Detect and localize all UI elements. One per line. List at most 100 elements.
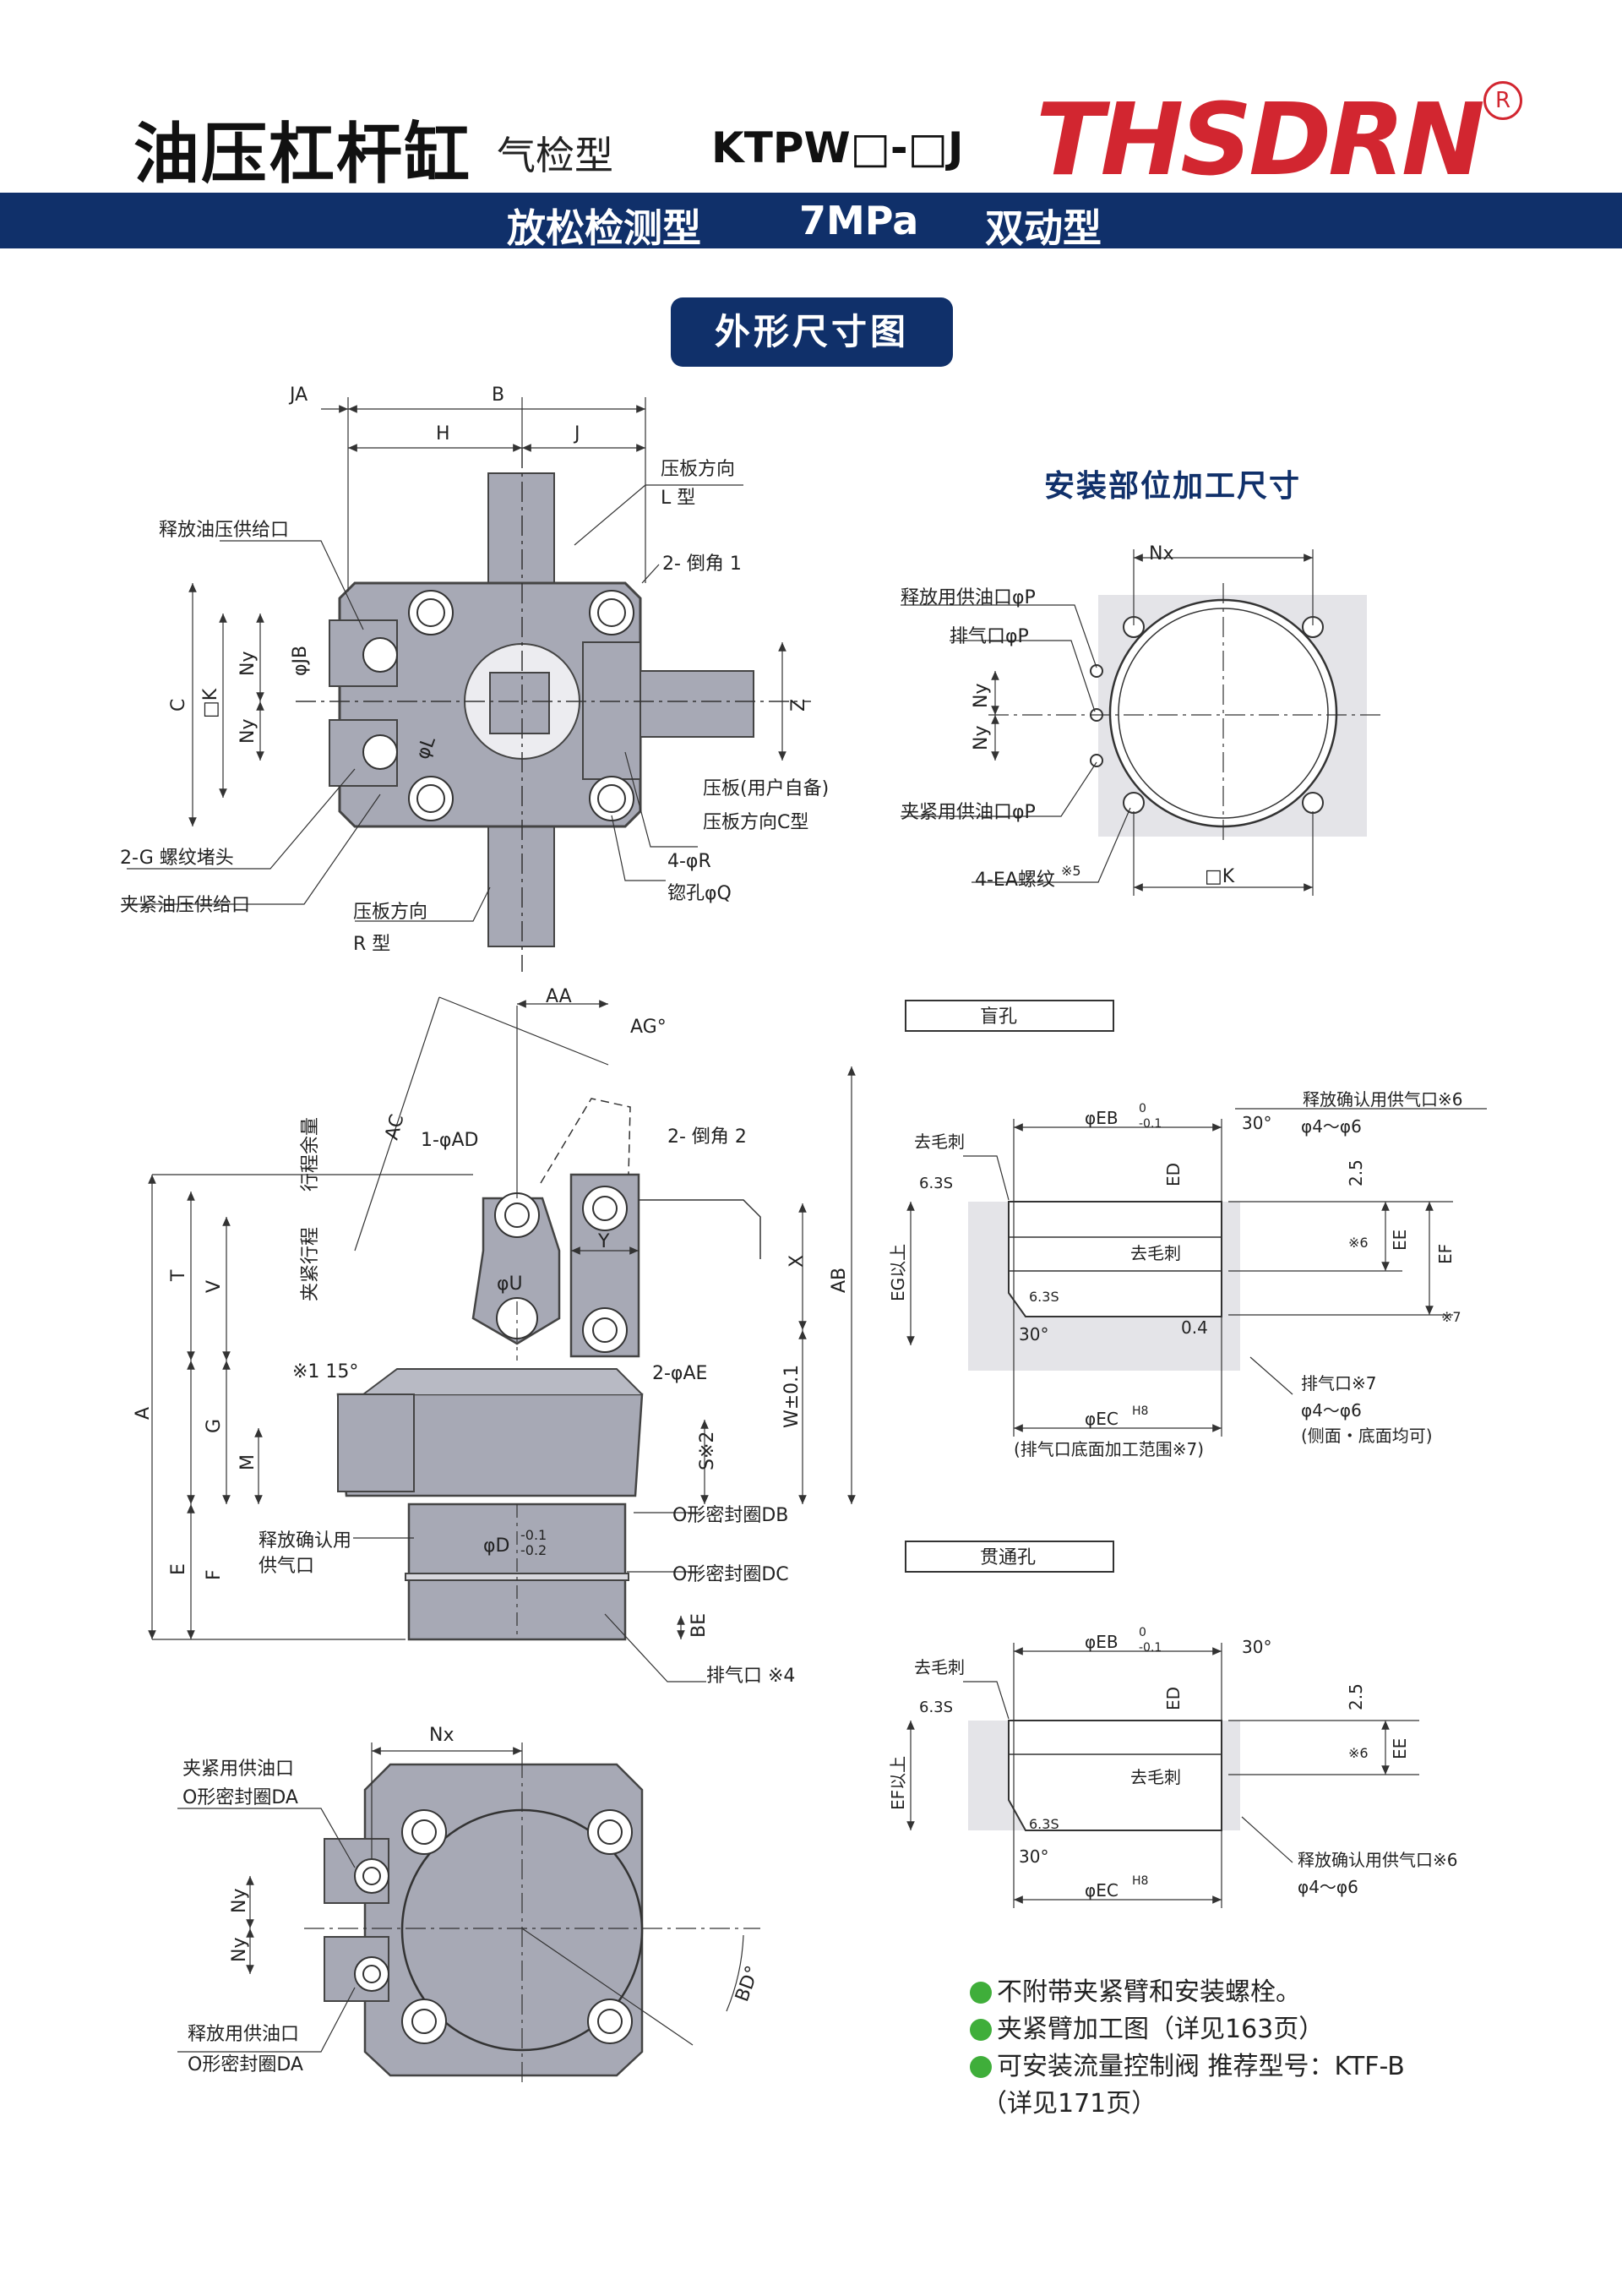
blind-air-dia: φ4～φ6	[1301, 1116, 1362, 1137]
dim-ab: AB	[829, 1268, 850, 1293]
through-hole-view	[905, 1541, 1419, 1908]
blind-roughness-2: 6.3S	[1029, 1289, 1059, 1305]
through-air-dia: φ4～φ6	[1298, 1877, 1358, 1897]
blind-note-6: ※6	[1348, 1235, 1369, 1251]
blind-eb-tol-upper: 0	[1139, 1102, 1146, 1115]
dim-aa: AA	[546, 986, 572, 1007]
through-eb-tol-lower: -0.1	[1139, 1641, 1162, 1655]
bottom-view-text: Nx Ny Ny BD° 夹紧用供油口 O形密封圈DA 释放用供油口 O形密封圈…	[182, 1725, 764, 2075]
spec-type: 放松检测型	[507, 205, 701, 251]
blind-deburr-mid: 去毛刺	[1130, 1243, 1181, 1263]
mount-dim-ny-2: Ny	[971, 726, 992, 750]
dim-t: T	[168, 1269, 189, 1282]
dim-s: S※2	[697, 1432, 718, 1470]
label-l-type: L 型	[661, 488, 695, 509]
through-roughness-1: 6.3S	[919, 1699, 953, 1716]
label-user-plate: 压板(用户自备)	[703, 778, 829, 799]
blind-eg: EG以上	[888, 1244, 908, 1301]
bullet-icon	[970, 1982, 992, 2004]
through-hole-text: 贯通孔 φEB 0 -0.1 30° 去毛刺 6.3S ED 2.5 EE EF…	[888, 1547, 1457, 1901]
dim-chamfer-2: 2- 倒角 2	[667, 1126, 747, 1148]
dim-c: C	[168, 699, 189, 712]
dim-w: W±0.1	[781, 1365, 803, 1428]
blind-hole-title: 盲孔	[980, 1006, 1017, 1028]
dim-a: A	[133, 1407, 154, 1420]
blind-exhaust-dia: φ4～φ6	[1301, 1400, 1362, 1421]
blind-ee: EE	[1390, 1230, 1410, 1251]
mount-dim-nx: Nx	[1149, 543, 1173, 564]
dim-z: Z	[788, 699, 809, 712]
spec-pressure: 7MPa	[799, 198, 919, 243]
dim-x: X	[787, 1255, 808, 1268]
dim-e: E	[168, 1563, 189, 1575]
through-deburr-top: 去毛刺	[914, 1657, 965, 1677]
dim-be: BE	[689, 1613, 710, 1638]
side-view-text: AA AG° AC 1-φAD 2- 倒角 2 行程余量 夹紧行程 X AB Y…	[133, 986, 850, 1687]
bottom-dim-ny-2: Ny	[229, 1938, 250, 1962]
blind-0-4: 0.4	[1181, 1317, 1208, 1338]
model-number: KTPW□-□J	[711, 123, 964, 172]
blind-hole-text: 盲孔 释放确认用供气口※6 φ4～φ6 φEB 0 -0.1 30° 去毛刺 6…	[888, 1006, 1462, 1459]
registered-mark: R	[1483, 81, 1522, 120]
bottom-view	[177, 1742, 760, 2087]
note-text: 不附带夹紧臂和安装螺栓。	[997, 1977, 1301, 2007]
mount-label-clamp: 夹紧用供油口φP	[901, 802, 1036, 823]
dim-b: B	[492, 384, 504, 406]
bullet-icon	[970, 2056, 992, 2078]
dim-v: V	[204, 1280, 225, 1293]
note-item: 夹紧臂加工图（详见163页）	[970, 2011, 1405, 2048]
note-item: 不附带夹紧臂和安装螺栓。	[970, 1974, 1405, 2011]
through-ed: ED	[1163, 1687, 1184, 1710]
note-text: 可安装流量控制阀 推荐型号：KTF-B	[997, 2052, 1405, 2081]
dim-ny-1: Ny	[237, 652, 259, 676]
mount-section-title: 安装部位加工尺寸	[1044, 469, 1302, 504]
blind-2-5: 2.5	[1346, 1159, 1366, 1186]
blind-note-7: ※7	[1441, 1309, 1461, 1325]
dim-g: G	[204, 1419, 225, 1433]
brand-logo: THSDRN	[1036, 81, 1485, 198]
dim-stroke-margin: 行程余量	[300, 1117, 321, 1192]
dim-ac: AC	[382, 1112, 409, 1142]
label-plate-c: 压板方向C型	[703, 812, 808, 833]
note-item: （详见171页）	[970, 2086, 1405, 2123]
mount-dim-k: □K	[1205, 866, 1235, 887]
through-2-5: 2.5	[1346, 1683, 1366, 1710]
page-subtitle: 气检型	[497, 133, 613, 178]
bottom-label-clamp: 夹紧用供油口	[182, 1759, 294, 1780]
through-air-confirm: 释放确认用供气口※6	[1298, 1850, 1457, 1870]
dim-u: φU	[497, 1273, 523, 1295]
mount-view	[901, 549, 1385, 896]
label-chamfer-1: 2- 倒角 1	[662, 554, 742, 575]
bottom-dim-nx: Nx	[429, 1725, 454, 1746]
dim-d-tol-upper: -0.1	[520, 1527, 547, 1543]
mount-label-ea: 4-EA螺纹	[975, 870, 1055, 891]
label-release-confirm: 释放确认用	[259, 1530, 351, 1552]
blind-eb-tol-lower: -0.1	[1139, 1117, 1162, 1131]
top-view	[127, 397, 811, 972]
blind-ec: φEC	[1085, 1409, 1119, 1429]
mount-dim-ny-1: Ny	[971, 684, 992, 708]
dim-15deg: ※1 15°	[292, 1361, 358, 1383]
label-plate-dir: 压板方向	[661, 459, 735, 480]
spec-band: 放松检测型 7MPa 双动型	[0, 193, 1622, 251]
through-30deg-bottom: 30°	[1019, 1846, 1048, 1867]
label-release-port: 释放油压供给口	[159, 520, 289, 541]
through-hole-title: 贯通孔	[980, 1547, 1036, 1568]
blind-ed: ED	[1163, 1163, 1184, 1186]
mount-view-text: Nx Ny Ny □K 释放用供油口φP 排气口φP 夹紧用供油口φP 4-EA…	[901, 543, 1235, 891]
dim-d: φD	[483, 1535, 509, 1557]
bottom-label-oring-1: O形密封圈DA	[182, 1787, 298, 1808]
through-ef: EF以上	[888, 1756, 908, 1810]
blind-side-bottom: (侧面・底面均可)	[1301, 1426, 1433, 1446]
label-plate-dir-2: 压板方向	[353, 902, 427, 923]
dim-h: H	[436, 423, 450, 444]
label-o-ring-db: O形密封圈DB	[672, 1505, 788, 1526]
through-deburr-mid: 去毛刺	[1130, 1767, 1181, 1787]
section-pill: 外形尺寸图	[671, 297, 953, 367]
bottom-dim-bd: BD°	[732, 1963, 764, 2004]
label-r-type: R 型	[353, 934, 390, 955]
through-roughness-2: 6.3S	[1029, 1816, 1059, 1832]
dim-jb: φJB	[290, 646, 311, 676]
blind-air-confirm: 释放确认用供气口※6	[1303, 1089, 1462, 1110]
dim-ae: 2-φAE	[652, 1363, 707, 1384]
